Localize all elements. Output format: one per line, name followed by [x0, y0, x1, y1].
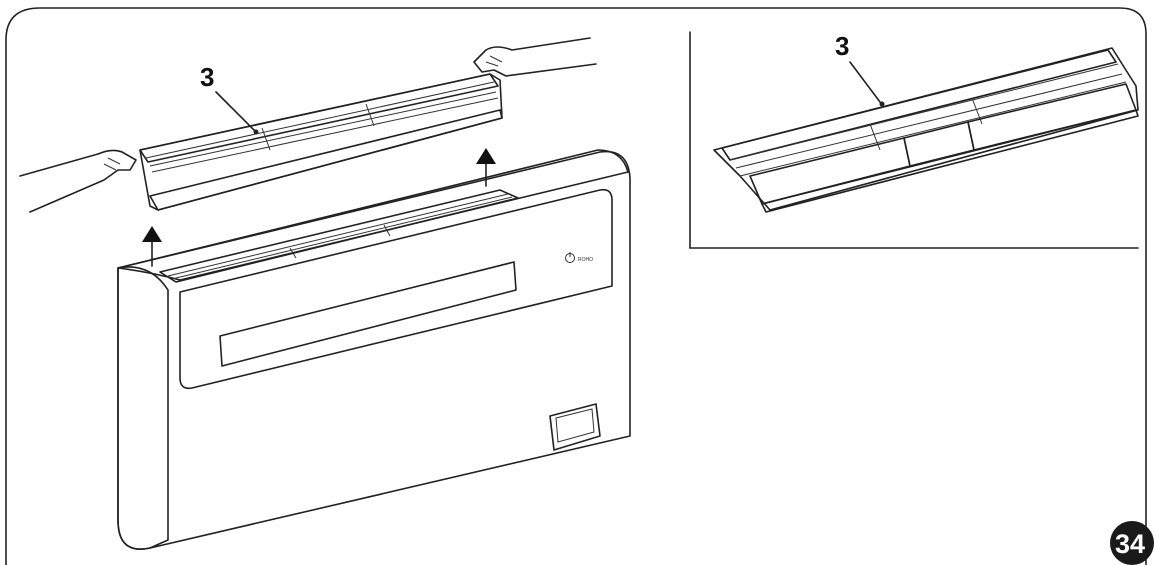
- front-panel: [179, 188, 613, 390]
- unit-top: [117, 149, 629, 281]
- callout-leader-main: [215, 91, 255, 131]
- air-conditioner-unit: ROHO: [117, 149, 631, 550]
- inset-mesh-edge: [761, 109, 1139, 213]
- hand-icon: [473, 37, 597, 77]
- filter-grille-lifted: [139, 73, 503, 211]
- filter-mesh-edge: [149, 109, 503, 211]
- up-arrow-icon: [476, 148, 496, 187]
- display-window: [219, 261, 517, 367]
- callout-label-inset: 3: [835, 31, 849, 61]
- figure-frame: [5, 7, 1147, 565]
- filter-top-bar: [139, 73, 499, 163]
- callout-leader-inset: [849, 61, 881, 103]
- filter-ribs: [145, 81, 499, 173]
- inset-ribs: [729, 63, 1127, 177]
- brand-label: ROHO: [578, 257, 593, 263]
- unit-body: [117, 150, 631, 550]
- unit-side: [117, 266, 169, 550]
- callout-label-main: 3: [200, 62, 214, 92]
- top-grille-slot: [159, 189, 519, 283]
- power-logo-icon: [565, 252, 575, 263]
- service-hatch: [549, 403, 601, 451]
- figure-number-badge: 34: [1110, 521, 1154, 565]
- filter-frame: [139, 73, 503, 211]
- filter-detail-inset: [713, 47, 1139, 213]
- top-grille-lines: [167, 193, 513, 280]
- hand-icon: [19, 149, 137, 213]
- up-arrow-icon: [142, 226, 162, 267]
- inset-top-bar: [721, 49, 1117, 161]
- figure-number: 34: [1115, 529, 1145, 559]
